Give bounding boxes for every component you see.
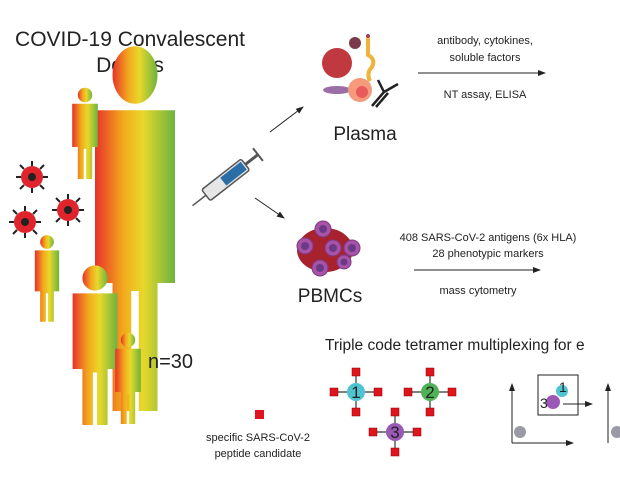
arrow-to-pbmcs	[254, 197, 285, 219]
virus-icon	[15, 160, 49, 194]
peptide-marker	[368, 427, 378, 437]
peptide-legend-swatch	[255, 410, 264, 419]
tetramer-core	[347, 383, 365, 401]
tetramers: 1 2 3	[329, 367, 457, 457]
peptide-marker	[351, 407, 361, 417]
tetramer-3: 3	[368, 407, 422, 457]
tetramer-code: 2	[425, 383, 434, 402]
pbmcs-method: mass cytometry	[439, 285, 517, 297]
peptide-marker	[447, 387, 457, 397]
peptide-marker	[373, 387, 383, 397]
legend-line2: peptide candidate	[215, 448, 302, 460]
peptide-marker	[390, 407, 400, 417]
plot-code-1: 1	[559, 379, 567, 395]
pbmcs-markers: 28 phenotypic markers	[432, 248, 544, 260]
virus-icon	[8, 205, 42, 239]
peptide-marker	[390, 447, 400, 457]
person-icon	[34, 235, 60, 322]
plot-code-3: 3	[540, 395, 548, 411]
legend-line1: specific SARS-CoV-2	[206, 432, 310, 444]
tetramer-code: 3	[390, 423, 399, 442]
person-icon	[72, 265, 118, 425]
pbmcs-label: PBMCs	[298, 286, 362, 307]
donor-count: n=30	[148, 351, 193, 373]
plasma-components-icon	[322, 34, 399, 108]
tetramer-1: 1	[329, 367, 383, 417]
virus-icon	[51, 193, 85, 227]
scatter-plot-icon	[509, 374, 611, 446]
peptide-marker	[412, 427, 422, 437]
plasma-method: NT assay, ELISA	[444, 89, 527, 101]
plasma-analytes-line2: soluble factors	[450, 52, 521, 64]
person-icon	[72, 87, 98, 179]
tetramer-core	[421, 383, 439, 401]
peptide-marker	[425, 367, 435, 377]
donors-title-line1: COVID-19 Convalescent	[15, 28, 245, 51]
multiplexing-title: Triple code tetramer multiplexing for e	[325, 337, 585, 354]
tetramer-2: 2	[403, 367, 457, 417]
syringe-icon	[192, 147, 264, 207]
pbmcs-antigens: 408 SARS-CoV-2 antigens (6x HLA)	[400, 232, 577, 244]
arrow-to-plasma	[269, 106, 304, 133]
peptide-marker	[403, 387, 413, 397]
peptide-marker	[425, 407, 435, 417]
peptide-marker	[329, 387, 339, 397]
tetramer-core	[386, 423, 404, 441]
plasma-label: Plasma	[333, 124, 397, 145]
pbmc-cluster-icon	[296, 220, 361, 277]
peptide-marker	[351, 367, 361, 377]
plasma-analytes-line1: antibody, cytokines,	[437, 35, 533, 47]
tetramer-code: 1	[351, 383, 360, 402]
